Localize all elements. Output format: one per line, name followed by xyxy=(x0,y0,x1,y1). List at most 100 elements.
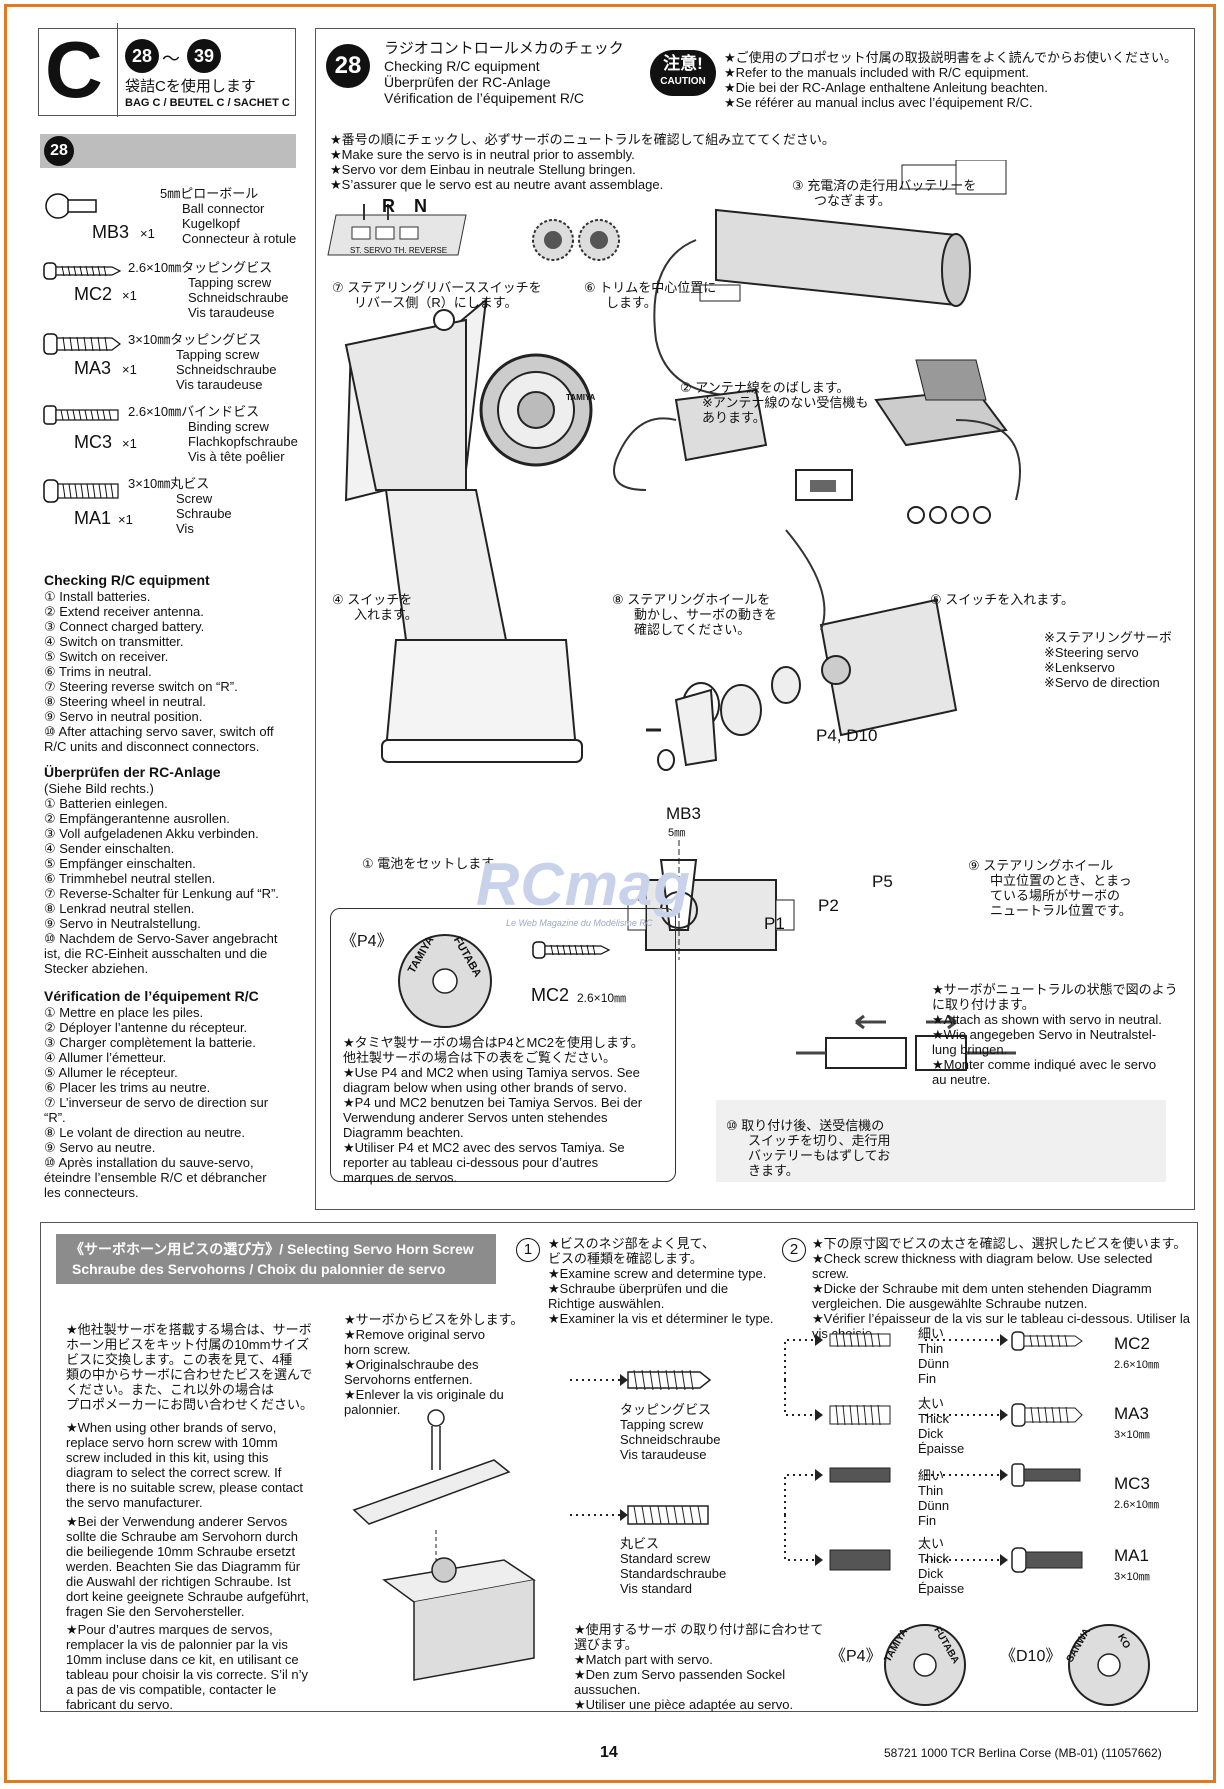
checklist-item: “R”. xyxy=(44,1110,66,1125)
horn-left-line: 10mm incluse dans ce kit, en utilisant c… xyxy=(66,1652,299,1667)
result-mc3-size: 2.6×10㎜ xyxy=(1114,1499,1159,1511)
horn-header-line1: 《サーボホーン用ビスの選び方》/ Selecting Servo Horn Sc… xyxy=(70,1241,474,1257)
part-code: MA3 xyxy=(74,358,112,378)
match-part-note: ★使用するサーボ の取り付け部に合わせて 選びます。 ★Match part w… xyxy=(574,1622,823,1712)
step28-title-fr: Vérification de l’équipement R/C xyxy=(384,90,584,106)
horn-step2-text: ★下の原寸図でビスの太さを確認し、選択したビスを使います。 ★Check scr… xyxy=(812,1236,1192,1341)
checklist-item: ① Install batteries. xyxy=(44,589,151,604)
checklist-fr: Vérification de l’équipement R/C ① Mettr… xyxy=(44,988,304,1200)
neutral-line: ★番号の順にチェックし、必ずサーボのニュートラルを確認して組み立ててください。 xyxy=(330,132,835,147)
horn-left-line: 類の中からサーボに合わせたビスを選んで xyxy=(66,1367,313,1382)
p4-inset-text: ★タミヤ製サーボの場合はP4とMC2を使用します。 他社製サーボの場合は下の表を… xyxy=(343,1035,665,1185)
thin-tapping-sample xyxy=(829,1332,891,1348)
binding-screw-icon xyxy=(43,405,119,425)
battery-pack xyxy=(653,208,971,396)
thick-label-line: Dick xyxy=(918,1566,944,1581)
part-qty: ×1 xyxy=(122,288,137,303)
caution-text: ★ご使用のプロポセット付属の取扱説明書をよく読んでからお使いください。 ★Ref… xyxy=(724,50,1177,110)
attach-line: ★Monter comme indiqué avec le servo xyxy=(932,1057,1157,1072)
part-desc-line: Flachkopfschraube xyxy=(188,434,298,449)
caution-line: ★ご使用のプロポセット付属の取扱説明書をよく読んでからお使いください。 xyxy=(724,50,1178,65)
standard-screw-large-icon xyxy=(627,1505,709,1525)
callout-line: ② アンテナ線をのばします。 xyxy=(680,380,850,395)
checklist-item: ist, die RC-Einheit ausschalten und die xyxy=(44,946,268,961)
callout-line: スイッチを切り、走行用 xyxy=(748,1133,891,1148)
horn-header-line2: Schraube des Servohorns / Choix du palon… xyxy=(72,1261,446,1277)
screw-ma1-icon xyxy=(1011,1547,1083,1573)
thick-label-2: 太い Thick Dick Épaisse xyxy=(918,1536,964,1596)
step28-title-en: Checking R/C equipment xyxy=(384,58,540,74)
checklist-item: ① Batterien einlegen. xyxy=(44,796,168,811)
thick-label-line: 太い xyxy=(918,1536,945,1551)
part-qty: ×1 xyxy=(122,436,137,451)
thick-label-line: Thick xyxy=(918,1551,950,1566)
switch-label-r: R xyxy=(382,196,395,216)
step28-title-jp: ラジオコントロールメカのチェック xyxy=(384,40,624,57)
horn-step1-line: ビスの種類を確認します。 xyxy=(548,1251,703,1266)
thick-label-line: Thick xyxy=(918,1411,950,1426)
part-desc-line: Tapping screw xyxy=(176,347,260,362)
callout-1: ① 電池をセットします。 xyxy=(362,856,506,871)
horn-step1-text: ★ビスのネジ部をよく見て、 ビスの種類を確認します。 ★Examine scre… xyxy=(548,1236,774,1326)
result-ma3-code: MA3 xyxy=(1114,1404,1149,1423)
horn-left-line: die beiliegende 10mm Schraube ersetzt xyxy=(66,1544,296,1559)
checklist-title: Checking R/C equipment xyxy=(44,572,210,588)
checklist-item: ⑧ Le volant de direction au neutre. xyxy=(44,1125,246,1140)
callout-line: つなぎます。 xyxy=(814,193,891,208)
checklist-item: ⑧ Lenkrad neutral stellen. xyxy=(44,901,195,916)
checklist-item: ⑤ Switch on receiver. xyxy=(44,649,169,664)
horn-left-line: ★When using other brands of servo, xyxy=(66,1420,277,1435)
part-desc-line: Kugelkopf xyxy=(182,216,240,231)
tapping-label-line: Vis taraudeuse xyxy=(620,1447,707,1462)
checklist-item: ⑤ Allumer le récepteur. xyxy=(44,1065,178,1080)
horn-left-de: ★Bei der Verwendung anderer Servos sollt… xyxy=(66,1514,328,1619)
checklist-item: ⑤ Empfänger einschalten. xyxy=(44,856,196,871)
attach-line: ★Wie angegeben Servo in Neutralstel- xyxy=(932,1027,1157,1042)
horn-left-line: ホーン用ビスをキット付属の10mmサイズ xyxy=(66,1337,310,1352)
result-mc3-code: MC3 xyxy=(1114,1474,1150,1493)
caution-line: ★Se référer au manual inclus avec l’équi… xyxy=(724,95,1033,110)
tapping-screw-icon xyxy=(43,333,121,355)
horn-step1-line: Richtige auswählen. xyxy=(548,1296,665,1311)
horn-remove-line: ★Originalschraube des xyxy=(344,1357,479,1372)
part-desc-line: Vis taraudeuse xyxy=(188,305,275,320)
horn-step1-number: 1 xyxy=(516,1238,540,1262)
checklist-item: éteindre l’ensemble R/C et débrancher xyxy=(44,1170,267,1185)
checklist-item: (Siehe Bild rechts.) xyxy=(44,781,154,796)
thick-label-line: Dick xyxy=(918,1426,944,1441)
p4-inset-line: ★Use P4 and MC2 when using Tamiya servos… xyxy=(343,1065,640,1080)
horn-left-line: ★Pour d’autres marques de servos, xyxy=(66,1622,273,1637)
checklist-item: ① Mettre en place les piles. xyxy=(44,1005,204,1020)
callout-line: ④ スイッチを xyxy=(332,592,413,607)
p4-inset-screw-size: 2.6×10㎜ xyxy=(577,991,627,1005)
part-qty: ×1 xyxy=(122,362,137,377)
neutral-line: ★Servo vor dem Einbau in neutrale Stellu… xyxy=(330,162,636,177)
checklist-item: ⑨ Servo in Neutralstellung. xyxy=(44,916,201,931)
match-line: ★Den zum Servo passenden Sockel xyxy=(574,1667,786,1682)
standard-label-line: Standard screw xyxy=(620,1551,711,1566)
checklist-item: ④ Allumer l’émetteur. xyxy=(44,1050,167,1065)
callout-line: ① 電池をセットします。 xyxy=(362,856,506,871)
horn-left-line: ビスに交換します。この表を見て、4種 xyxy=(66,1352,293,1367)
screw-mc2-icon xyxy=(1011,1331,1083,1351)
horn-step1-line: ★Examine screw and determine type. xyxy=(548,1266,767,1281)
callout-line: ⑥ トリムを中心位置に xyxy=(584,280,717,295)
part-desc: 2.6×10㎜バインドビス Binding screw Flachkopfsch… xyxy=(128,404,298,464)
callout-line: きます。 xyxy=(748,1163,799,1178)
reverse-switch-panel xyxy=(327,204,467,256)
result-ma1-size: 3×10㎜ xyxy=(1114,1571,1150,1583)
horn-step2-line: ★下の原寸図でビスの太さを確認し、選択したビスを使います。 xyxy=(812,1236,1187,1251)
horn-left-jp: ★他社製サーボを搭載する場合は、サーボ ホーン用ビスをキット付属の10mmサイズ… xyxy=(66,1322,328,1412)
standard-label-line: Vis standard xyxy=(620,1581,693,1596)
bag-header-box: C 28 〜 39 袋詰Cを使用します BAG C / BEUTEL C / S… xyxy=(38,23,296,117)
servo-note-line: ※Servo de direction xyxy=(1044,675,1160,690)
part-code: MB3 xyxy=(92,222,130,242)
horn-p4-label: 《P4》 xyxy=(830,1648,882,1665)
caution-jp: 注意! xyxy=(663,54,703,73)
page-number: 14 xyxy=(600,1744,618,1761)
transmitter-brand: TAMIYA xyxy=(566,393,596,402)
p4-inset-box: 《P4》 TAMIYA FUTABA MC2 2.6×10㎜ ★タミヤ製サーボの… xyxy=(330,908,676,1185)
part-qty: ×1 xyxy=(140,226,155,241)
horn-left-line: ★Bei der Verwendung anderer Servos xyxy=(66,1514,288,1529)
horn-left-line: a pas de vis compatible, contacter le xyxy=(66,1682,277,1697)
